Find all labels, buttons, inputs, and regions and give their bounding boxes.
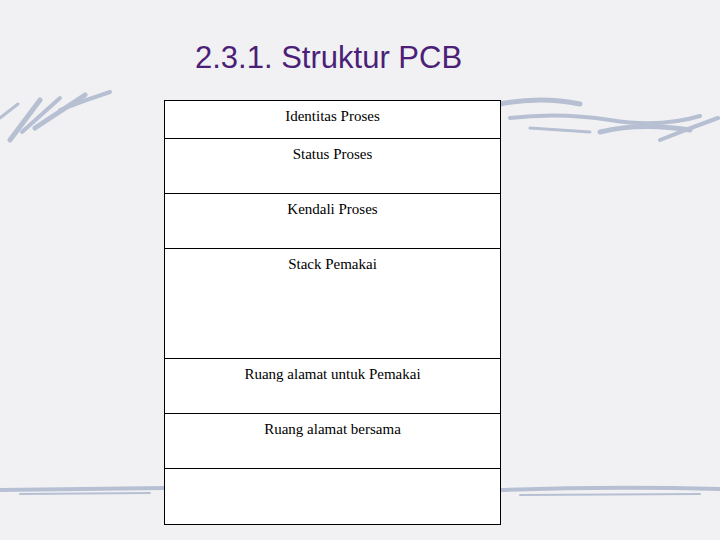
pcb-field-box: Ruang alamat untuk Pemakai (164, 358, 501, 414)
pcb-field-box: Stack Pemakai (164, 248, 501, 359)
pcb-field-box: Ruang alamat bersama (164, 413, 501, 469)
decorative-strokes (0, 92, 720, 495)
pcb-field-box: Identitas Proses (164, 100, 501, 139)
field-label: Kendali Proses (165, 194, 500, 218)
field-label: Ruang alamat bersama (165, 414, 500, 438)
field-label: Ruang alamat untuk Pemakai (165, 359, 500, 383)
field-label: Status Proses (165, 139, 500, 163)
pcb-field-box: Status Proses (164, 138, 501, 194)
field-label: Identitas Proses (165, 101, 500, 125)
empty-box (164, 468, 501, 525)
field-label: Stack Pemakai (165, 249, 500, 273)
slide-title: 2.3.1. Struktur PCB (195, 40, 462, 76)
pcb-field-box: Kendali Proses (164, 193, 501, 249)
